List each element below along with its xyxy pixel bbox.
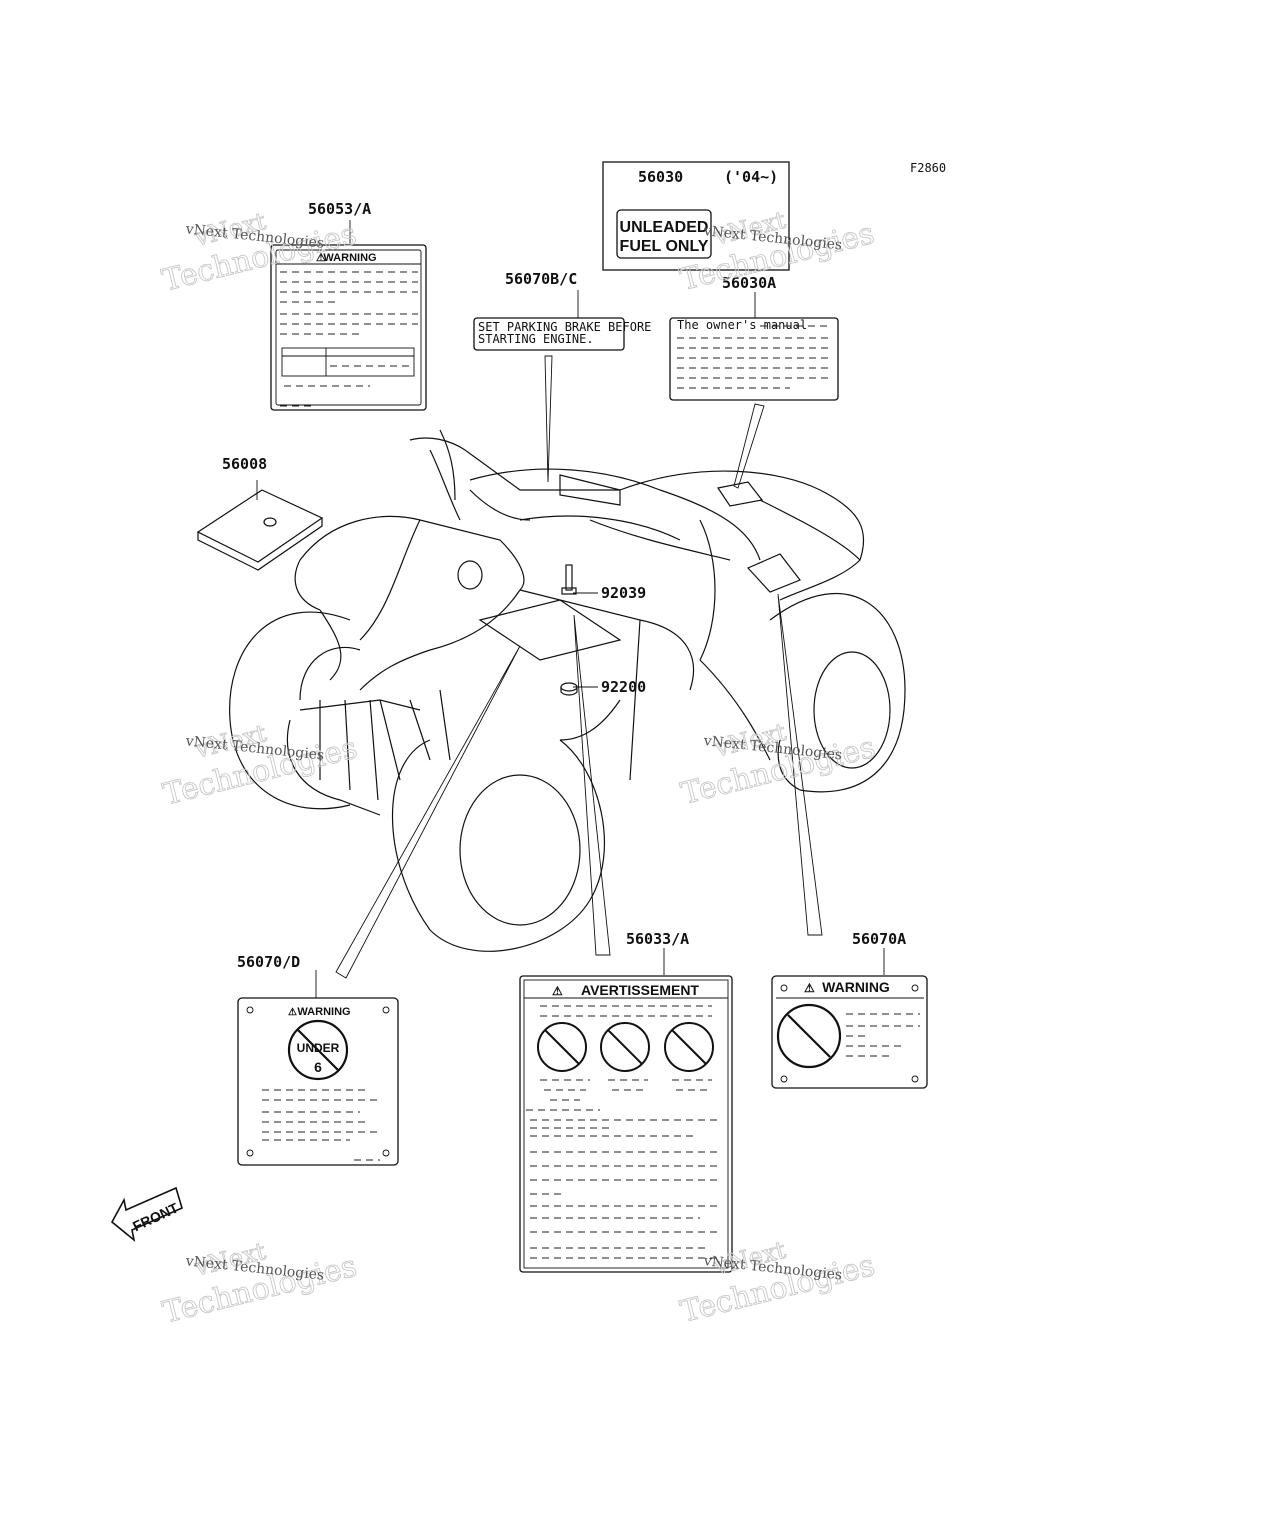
part-number-56053A: 56053/A	[308, 200, 371, 218]
warning-triangle-icon: ⚠	[288, 1007, 297, 1018]
part-number-56030: 56030	[638, 168, 683, 186]
warning-triangle-icon: ⚠	[316, 252, 326, 264]
warning-triangle-icon: ⚠	[552, 984, 563, 998]
warning-text: WARNING	[323, 252, 376, 264]
decal-56070BC: SET PARKING BRAKE BEFORE STARTING ENGINE…	[473, 317, 651, 351]
part-number-92200: 92200	[601, 678, 646, 696]
decal-56008	[196, 489, 324, 571]
parking-line2: STARTING ENGINE.	[478, 332, 594, 346]
part-years-56030: ('04~)	[724, 168, 778, 186]
warning-text: WARNING	[822, 979, 890, 995]
part-number-56033A: 56033/A	[626, 930, 689, 948]
decal-56070D: WARNING ⚠ UNDER 6	[237, 997, 399, 1166]
decal-56033A: AVERTISSEMENT ⚠	[519, 975, 733, 1273]
owners-manual-text: The owner's manual	[677, 318, 807, 332]
decal-56053A: WARNING ⚠	[270, 244, 427, 411]
parking-line1: SET PARKING BRAKE BEFORE	[478, 320, 651, 334]
decal-56030A: The owner's manual	[669, 317, 839, 401]
fuel-only-text: FUEL ONLY	[620, 238, 709, 255]
decal-56070A: WARNING ⚠	[771, 975, 928, 1089]
part-number-56030A: 56030A	[722, 274, 776, 292]
fastener-92039	[561, 564, 577, 595]
decal-56030: UNLEADED FUEL ONLY	[602, 161, 790, 271]
under-text: UNDER	[297, 1041, 340, 1055]
part-number-56070BC: 56070B/C	[505, 270, 577, 288]
avertissement-text: AVERTISSEMENT	[581, 982, 699, 998]
part-number-56070A: 56070A	[852, 930, 906, 948]
part-number-56008: 56008	[222, 455, 267, 473]
figure-code: F2860	[910, 161, 946, 175]
under-age-text: 6	[314, 1059, 322, 1075]
fastener-92200	[560, 682, 578, 696]
warning-triangle-icon: ⚠	[804, 981, 815, 995]
part-number-56070D: 56070/D	[237, 953, 300, 971]
unleaded-text: UNLEADED	[620, 219, 709, 236]
warning-text: WARNING	[297, 1006, 350, 1018]
front-arrow: FRONT	[110, 1186, 183, 1243]
part-number-92039: 92039	[601, 584, 646, 602]
